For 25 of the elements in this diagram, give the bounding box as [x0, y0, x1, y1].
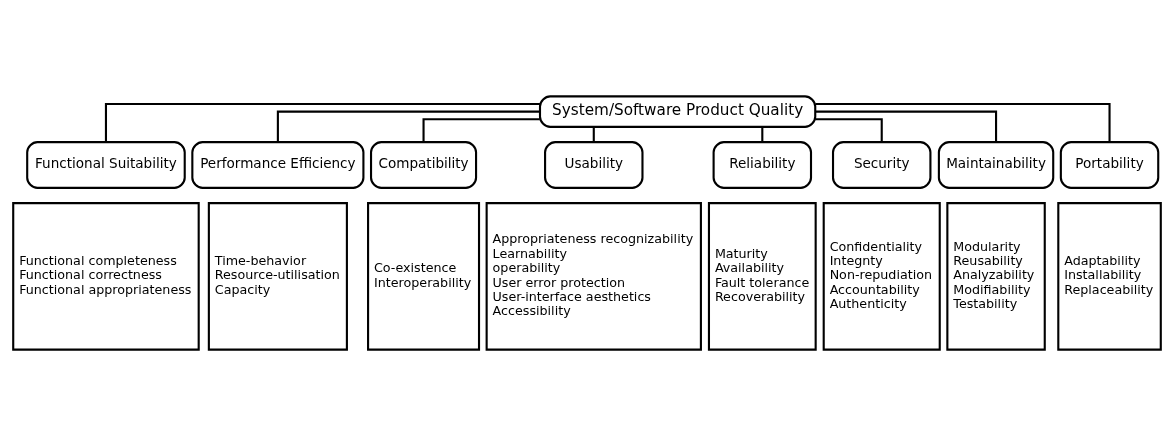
- node-box: Security: [831, 141, 932, 189]
- connector: [761, 127, 764, 143]
- connector: [815, 110, 998, 143]
- node-box: Confidentiality Integnty Non-repudiation Accountability Authenticity: [822, 202, 941, 351]
- connector: [815, 118, 883, 142]
- node-box: Appropriateness recognizability Learnability operability User error protection User-interface aesthetics Accessibility: [485, 202, 702, 351]
- node-box: Functional completeness Functional correctness Functional appropriateness: [12, 202, 200, 351]
- node-box: Performance Efficiency: [191, 141, 365, 189]
- node-box: Compatibility: [370, 141, 478, 189]
- node-box: System/Software Product Quality: [538, 95, 817, 128]
- node-box: Modularity Reusability Analyzability Modifiability Testability: [946, 202, 1046, 351]
- node-box: Maturity Availability Fault tolerance Recoverability: [707, 202, 817, 351]
- node-box: Functional Suitability: [26, 141, 186, 189]
- node-box: Maintainability: [937, 141, 1055, 189]
- connector: [422, 118, 540, 142]
- node-box: Time-behavior Resource-utilisation Capacity: [207, 202, 348, 351]
- node-box: Co-existence Interoperability: [367, 202, 481, 351]
- connector: [276, 110, 540, 143]
- node-box: Portability: [1059, 141, 1160, 189]
- node-box: Adaptability Installability Replaceability: [1057, 202, 1162, 351]
- connector: [592, 127, 595, 143]
- connector: [104, 102, 540, 142]
- node-box: Reliability: [712, 141, 813, 189]
- connector: [815, 102, 1111, 142]
- node-box: Usability: [544, 141, 644, 189]
